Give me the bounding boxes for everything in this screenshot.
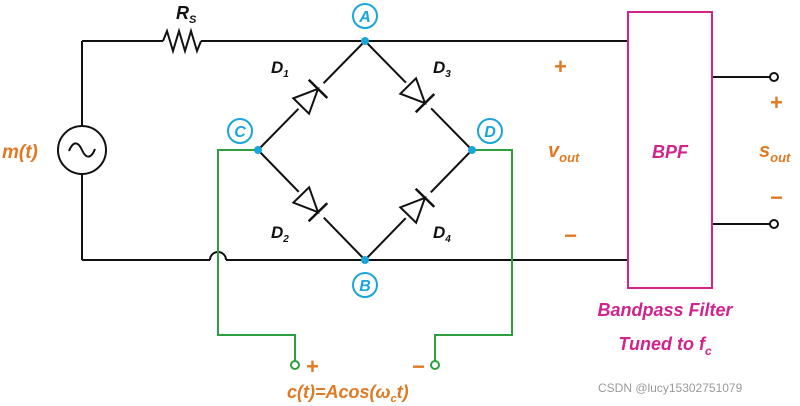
bpf-caption-line1: Bandpass Filter [597, 300, 733, 320]
carrier-wire-right [434, 149, 513, 362]
sout-minus: − [770, 185, 783, 210]
sout-label: sout [759, 140, 791, 165]
junction-b [361, 256, 369, 264]
watermark-text: CSDN @lucy15302751079 [598, 381, 743, 395]
diode-d1-label: D1 [271, 58, 289, 80]
carrier-minus: − [412, 354, 425, 379]
svg-text:D: D [484, 124, 496, 141]
resistor-rs [162, 27, 202, 55]
diode-d2 [289, 183, 333, 227]
source-label: m(t) [2, 142, 38, 163]
node-label-c: C [227, 118, 253, 144]
vout-minus: − [564, 223, 577, 248]
node-label-d: D [477, 118, 503, 144]
bpf-label: BPF [652, 142, 689, 162]
junction-a [361, 37, 369, 45]
junction-c [254, 146, 262, 154]
carrier-terminal-minus [430, 360, 440, 370]
node-label-a: A [352, 3, 378, 29]
ac-source [57, 125, 107, 175]
bpf-caption-line2: Tuned to fc [618, 334, 712, 358]
svg-text:C: C [234, 124, 246, 141]
junction-d [468, 146, 476, 154]
diode-d3 [396, 74, 440, 118]
node-label-b: B [352, 272, 378, 298]
wires [81, 27, 772, 261]
svg-text:B: B [359, 278, 371, 295]
svg-text:A: A [358, 9, 371, 26]
diode-d4 [396, 183, 440, 227]
diode-d4-label: D4 [433, 223, 451, 245]
sout-plus: + [770, 90, 783, 115]
sine-wave-icon [68, 142, 96, 158]
resistor-label: RS [176, 3, 197, 26]
output-terminal-top [769, 72, 779, 82]
carrier-plus: + [306, 354, 319, 379]
output-terminal-bottom [769, 219, 779, 229]
carrier-terminal-plus [290, 360, 300, 370]
bpf-box [627, 11, 713, 289]
vout-label: vout [548, 140, 580, 165]
carrier-equation: c(t)=Acos(ωct) [287, 382, 409, 405]
carrier-wires [217, 149, 513, 362]
junction-dots [254, 37, 476, 264]
vout-plus: + [554, 54, 567, 79]
diode-d3-label: D3 [433, 58, 451, 80]
diode-d1 [289, 74, 333, 118]
diode-d2-label: D2 [271, 223, 289, 245]
carrier-wire-left [217, 149, 296, 362]
